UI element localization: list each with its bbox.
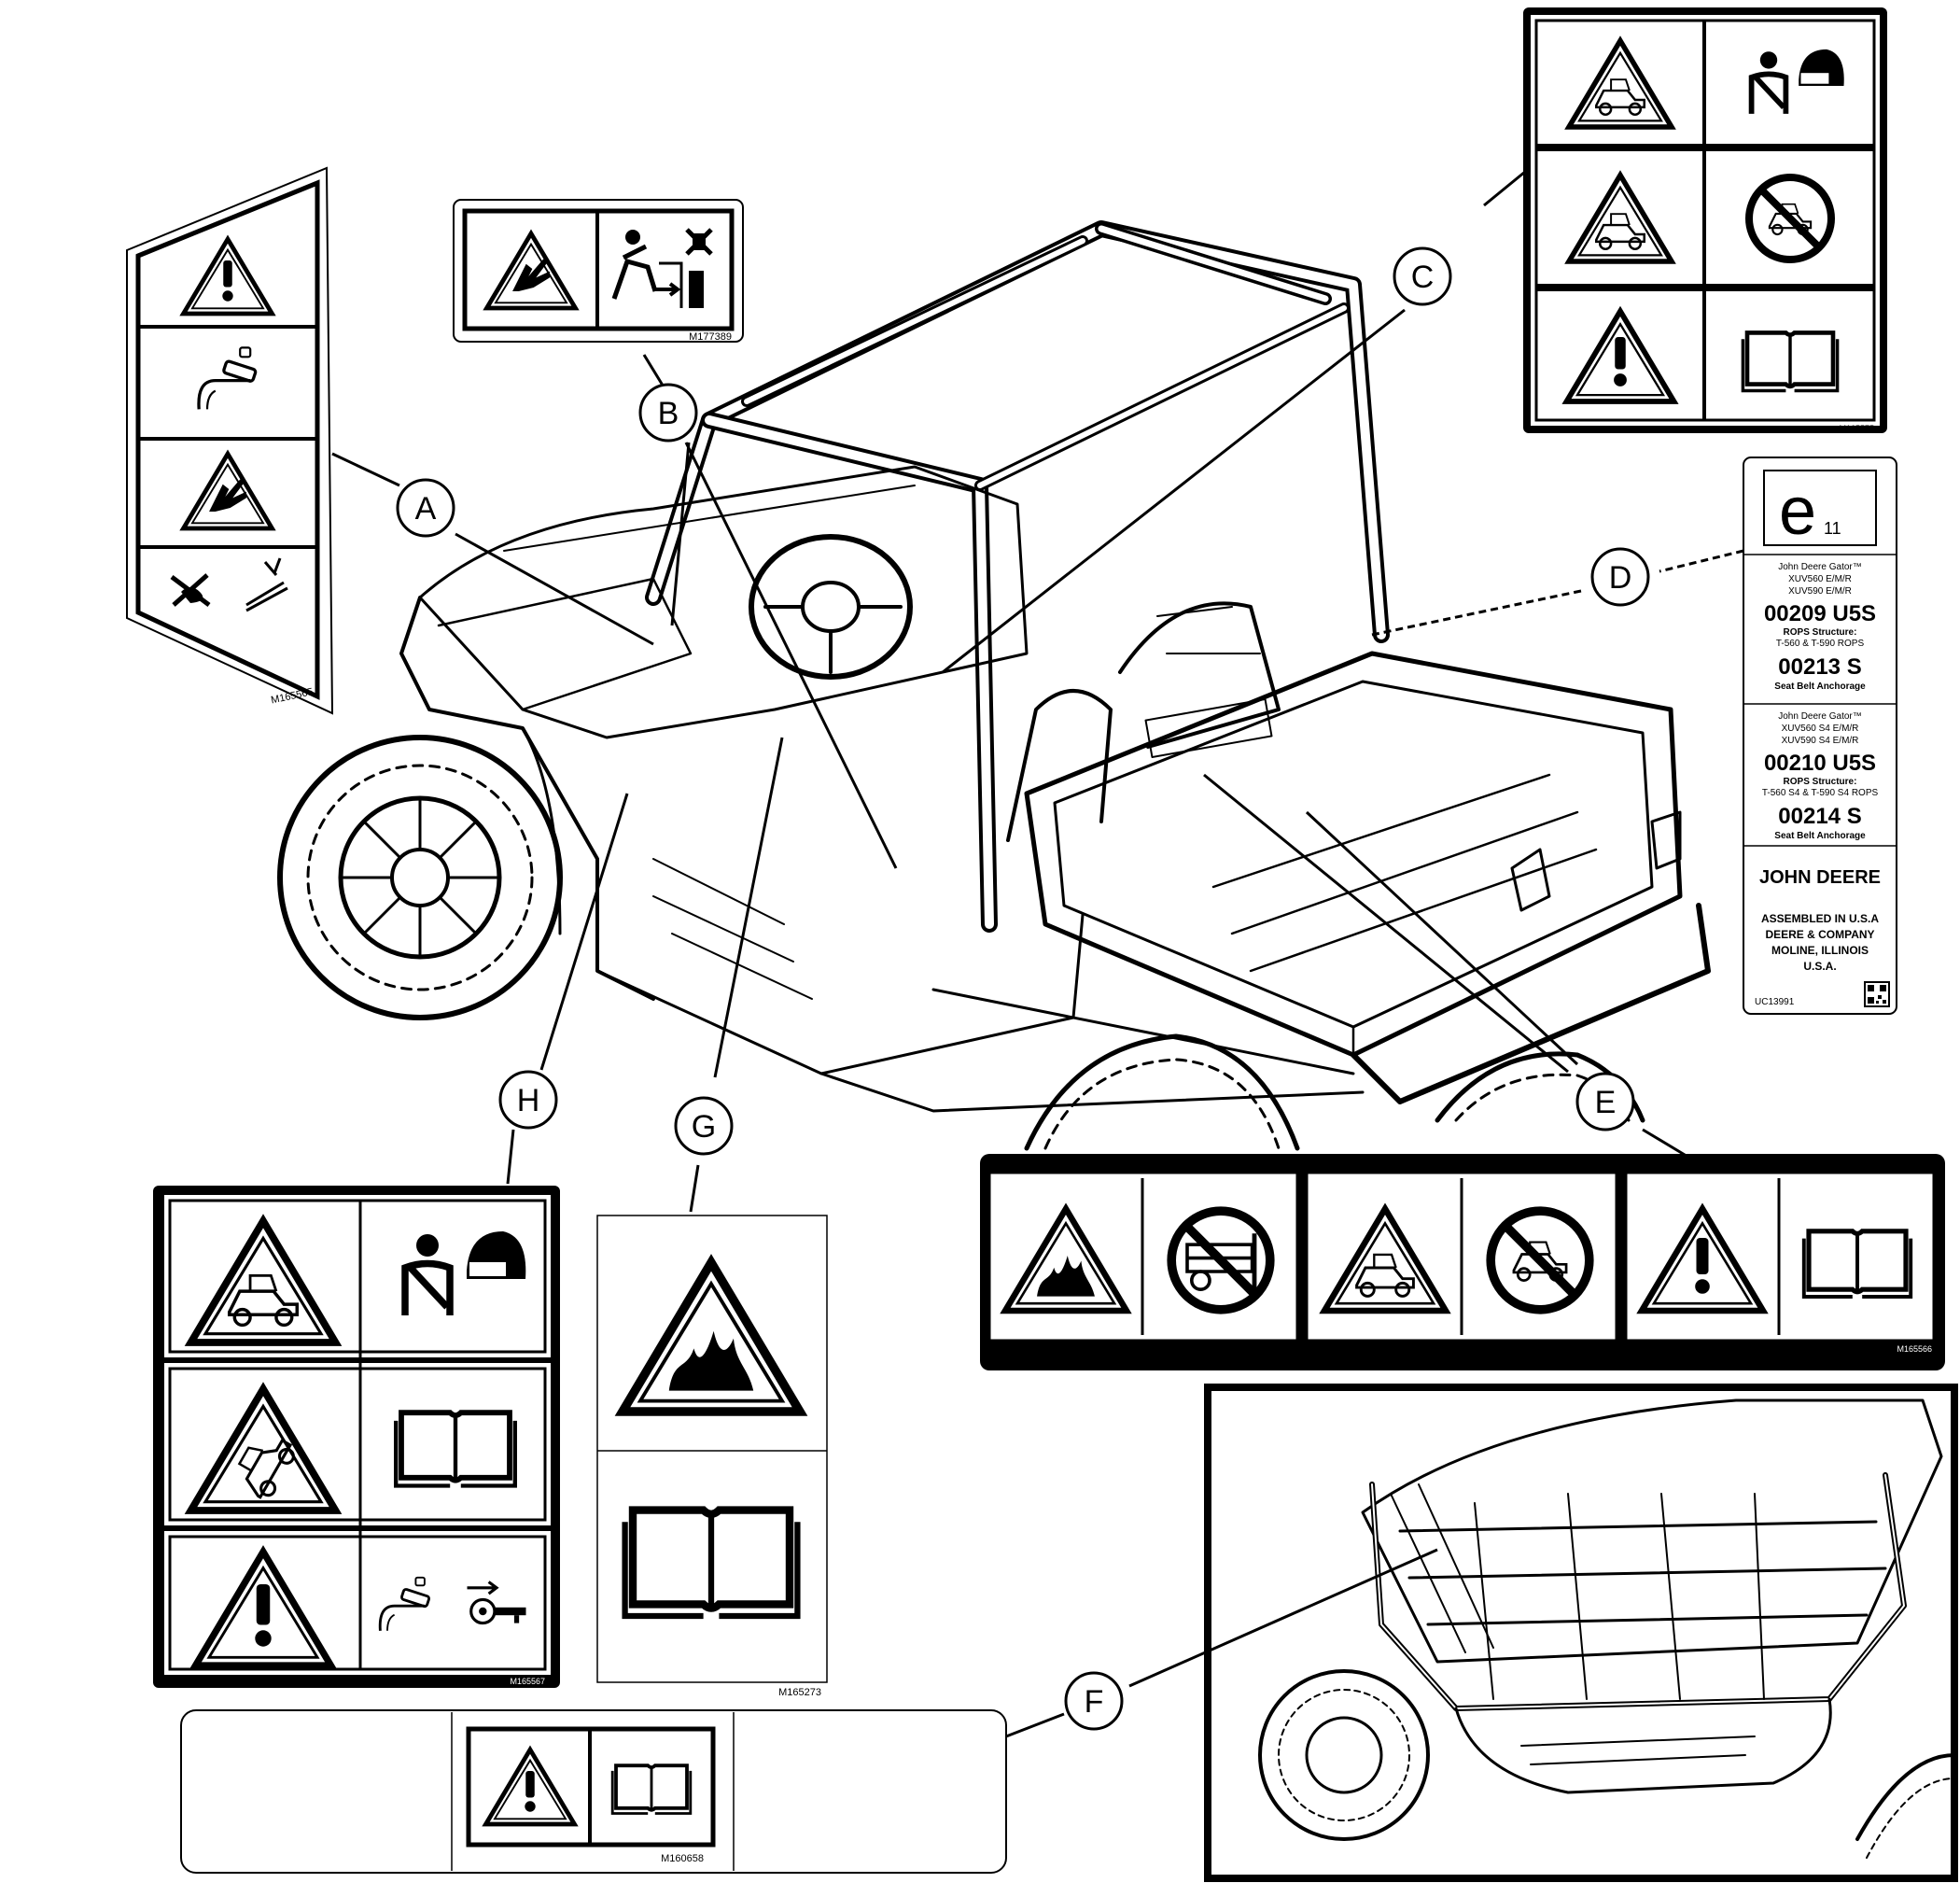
callout-b: B [638,383,698,443]
callout-d-label: D [1609,560,1632,596]
rops-models: T-560 & T-590 ROPS [1776,639,1865,649]
assembly-line: ASSEMBLED IN U.S.A [1761,912,1879,925]
assembly-line: DEERE & COMPANY [1765,928,1874,941]
callout-a-label: A [415,491,437,527]
leader-line-c-2 [942,308,1406,674]
belt-code: 00214 S [1778,804,1861,829]
leader-line-g-2 [713,737,784,1078]
belt-label: Seat Belt Anchorage [1774,682,1866,692]
belt-code: 00213 S [1778,654,1861,680]
assembly-line: U.S.A. [1803,960,1836,973]
rops-label: ROPS Structure: [1784,777,1857,787]
leader-line-h-2 [539,793,629,1071]
decal-h: M165567 [153,1186,560,1688]
decal-c-part-number: M165575 [1839,424,1874,433]
front-hood-inset [1204,1384,1958,1882]
plate-model: XUV560 E/M/R [1788,574,1852,584]
keep-clear-icon [611,228,713,308]
manufacturer-name: JOHN DEERE [1759,867,1881,888]
rops-code: 00210 U5S [1764,751,1876,776]
callout-c-label: C [1411,260,1435,295]
leader-line-f [1005,1712,1065,1738]
callout-g-label: G [692,1109,716,1145]
approval-mark: e [1779,474,1816,549]
callout-g: G [674,1096,734,1156]
decal-g: M165273 [596,1215,828,1698]
no-cargo-icon [1171,1211,1270,1310]
callout-c: C [1393,246,1452,306]
decal-e: M165566 [980,1154,1945,1370]
leader-line-e-1 [1203,773,1569,1074]
qr-code-icon [1864,981,1890,1007]
serial-plate-d: e 11 John Deere Gator™ XUV560 E/M/R XUV5… [1743,457,1897,1015]
rops-models: T-560 S4 & T-590 S4 ROPS [1762,788,1879,798]
callout-e-label: E [1595,1085,1617,1120]
plate-model: XUV560 S4 E/M/R [1782,724,1859,734]
leader-line-h [506,1129,515,1185]
callout-e: E [1575,1072,1635,1131]
leader-line-e [1642,1128,1690,1159]
decal-a: M165565 [126,166,334,715]
release-lever-icon [170,557,288,612]
belt-label: Seat Belt Anchorage [1774,831,1866,841]
approval-number: 11 [1824,519,1841,538]
leader-line-d-2 [1371,589,1582,637]
leader-line-b-2 [684,442,898,869]
decal-b-part-number: M177389 [689,331,732,343]
plate-model: XUV590 S4 E/M/R [1782,736,1859,746]
decal-h-part-number: M165567 [510,1677,545,1686]
rops-label: ROPS Structure: [1784,627,1857,638]
callout-a: A [396,478,455,538]
callout-b-label: B [658,396,679,431]
leader-line-d [1659,549,1744,573]
decal-b: M177389 [453,199,744,343]
rops-code: 00209 U5S [1764,601,1876,626]
decal-g-part-number: M165273 [778,1687,821,1698]
assembly-line: MOLINE, ILLINOIS [1771,944,1869,957]
callout-f: F [1064,1671,1124,1731]
leader-line-c [1483,170,1526,207]
callout-f-label: F [1085,1684,1104,1720]
decal-f-part-number: M160658 [661,1853,704,1864]
plate-brand: John Deere Gator™ [1778,711,1862,722]
leader-line-a [331,452,400,487]
decal-f: M160658 [180,1709,1007,1874]
leader-line-a-2 [455,532,654,646]
callout-d: D [1590,547,1650,607]
plate-model: XUV590 E/M/R [1788,586,1852,597]
leader-line-b-1 [670,442,691,626]
plate-brand: John Deere Gator™ [1778,562,1862,572]
decal-c: M165575 [1523,7,1887,433]
decal-e-part-number: M165566 [1897,1344,1932,1354]
leader-line-g [689,1164,700,1213]
callout-h: H [498,1070,558,1130]
leader-line-b [642,354,666,389]
callout-h-label: H [517,1083,540,1118]
leader-line-f-2 [1128,1548,1438,1688]
plate-code: UC13991 [1755,997,1795,1007]
leader-line-e-2 [1305,810,1579,1066]
